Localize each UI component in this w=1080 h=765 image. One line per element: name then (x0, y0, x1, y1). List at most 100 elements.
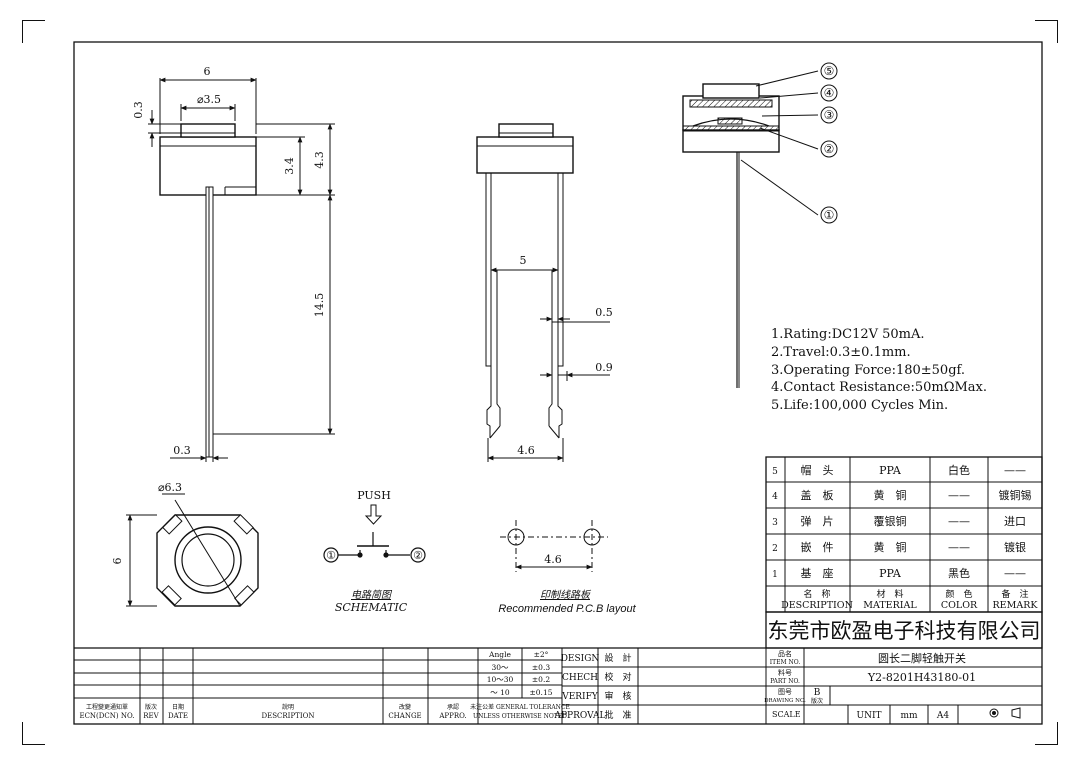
bom-material: PPA (879, 567, 902, 580)
dim-body-h1: 3.4 (283, 157, 296, 175)
bom-remark: 镀银 (1004, 540, 1026, 554)
item-label-cn: 品名 (778, 649, 792, 658)
bom-row: 2 嵌 件 黄 铜 —— 镀银 (772, 540, 1026, 554)
bom-header-desc-cn: 名 称 (803, 588, 830, 600)
rev-desc-en: DESCRIPTION (262, 712, 315, 720)
dim-body-h2: 4.3 (313, 151, 326, 169)
bom-name: 基 座 (801, 566, 834, 580)
tol-r1-label: 30～ (491, 663, 509, 672)
part-value: Y2-8201H43180-01 (867, 671, 976, 684)
side-cap (180, 123, 236, 138)
drawing-label-en: DRAWING NO. (764, 698, 806, 704)
rev-ecn-en: ECN(DCN) NO. (79, 712, 134, 720)
crop-mark-br (1035, 722, 1058, 745)
title-block (74, 611, 1043, 724)
bom-no: 4 (772, 492, 778, 502)
dim-pin-w1: 0.5 (595, 306, 613, 319)
balloon-5: ⑤ (824, 64, 835, 78)
bom-color: 白色 (948, 463, 970, 477)
tol-r3-value: ±0.15 (530, 688, 553, 697)
schematic-push-label: PUSH (357, 489, 391, 502)
balloon-3: ③ (824, 108, 835, 122)
bom-no: 5 (772, 467, 778, 477)
pcb-layout (500, 520, 608, 572)
bom-header-rem-cn: 备 注 (1001, 588, 1028, 600)
bom-header-mat-en: MATERIAL (863, 600, 917, 611)
bom-remark: —— (1004, 464, 1026, 477)
dim-pin-len: 14.5 (313, 293, 326, 318)
approval-design-label: DESIGN (561, 654, 600, 664)
rev-appro-en: APPRO. (438, 712, 466, 720)
spec-1: 1.Rating:DC12V 50mA. (771, 327, 925, 342)
tol-r3-label: ～ 10 (490, 688, 510, 697)
section-view (682, 62, 838, 388)
dim-top-dia: ⌀6.3 (158, 481, 182, 494)
spec-list: 1.Rating:DC12V 50mA. 2.Travel:0.3±0.1mm.… (771, 327, 987, 413)
schematic (323, 504, 426, 563)
rev-ecn-cn: 工程變更通知單 (86, 703, 128, 711)
top-view (126, 493, 259, 607)
bom-color: —— (948, 541, 970, 554)
bom-material: PPA (879, 464, 902, 477)
bom-no: 2 (772, 544, 778, 554)
schematic-title-cn: 电路简图 (351, 589, 393, 601)
bom-header-color-en: COLOR (941, 600, 978, 611)
front-body (476, 136, 574, 174)
bom-color: —— (948, 515, 970, 528)
bom-row: 3 弹 片 覆银铜 —— 进口 (772, 514, 1026, 528)
bom-material: 黄 铜 (874, 540, 907, 554)
approval-check-label: CHECH (562, 673, 598, 683)
bom-name: 盖 板 (801, 488, 834, 502)
bom-row: 5 帽 头 PPA 白色 —— (772, 463, 1026, 477)
rev-desc-cn: 說明 (282, 703, 294, 711)
rev-appro-cn: 承認 (447, 703, 459, 711)
tol-r2-label: 10～30 (487, 675, 514, 684)
spec-5: 5.Life:100,000 Cycles Min. (771, 398, 948, 413)
dim-cap-dia: ⌀3.5 (197, 93, 221, 106)
bom-no: 3 (772, 518, 778, 528)
approval-check-cn: 校 对 (604, 671, 631, 683)
part-label-en: PART NO. (770, 678, 800, 685)
crop-mark-tr (1035, 20, 1058, 43)
approval-verify-label: VERIFY (561, 692, 599, 702)
tol-general-label: 未注公差 GENERAL TOLERANCE (470, 703, 570, 711)
schematic-terminal-2: ② (413, 549, 423, 562)
tol-r2-value: ±0.2 (532, 675, 550, 684)
drawing-rev-value: B (814, 688, 821, 698)
dim-cap-thick: 0.3 (132, 101, 145, 119)
schematic-terminal-1: ① (326, 549, 336, 562)
approval-verify-cn: 审 核 (604, 690, 631, 702)
drawing-label-cn: 图号 (778, 688, 792, 696)
balloon-4: ④ (824, 86, 835, 100)
item-value: 圆长二脚轻触开关 (878, 651, 966, 665)
approval-approval-cn: 批 准 (604, 709, 631, 721)
scale-label: SCALE (772, 710, 801, 719)
dim-side-width: 6 (204, 65, 211, 78)
front-view (476, 123, 610, 462)
schematic-title-en: SCHEMATIC (335, 601, 408, 614)
bom-name: 帽 头 (801, 464, 834, 477)
rev-change-cn: 改變 (399, 703, 411, 711)
dim-top-side: 6 (111, 558, 124, 565)
part-label-cn: 料号 (778, 668, 792, 677)
bom-row: 4 盖 板 黄 铜 —— 镀铜锡 (772, 488, 1031, 502)
pcb-title-en: Recommended P.C.B layout (498, 603, 636, 615)
bom-header-mat-cn: 材 料 (876, 588, 903, 600)
bom-row: 1 基 座 PPA 黑色 —— (772, 566, 1026, 580)
spec-3: 3.Operating Force:180±50gf. (771, 363, 965, 378)
bom-name: 弹 片 (801, 514, 834, 528)
balloon-2: ② (824, 142, 835, 156)
crop-mark-bl (22, 722, 45, 745)
bom-rows: 5 帽 头 PPA 白色 —— 4 盖 板 黄 铜 —— 镀铜锡 3 弹 片 覆… (772, 463, 1038, 611)
side-body (159, 136, 257, 196)
unit-label: UNIT (856, 711, 881, 721)
tol-angle-label: Angle (488, 650, 511, 659)
tol-unless-label: UNLESS OTHERWISE NOTED (473, 713, 567, 720)
dim-pcb-pitch: 4.6 (544, 553, 562, 566)
spec-4: 4.Contact Resistance:50mΩMax. (771, 380, 987, 395)
drawing-rev-label: 版次 (811, 697, 823, 705)
unit-value: mm (900, 711, 918, 721)
bom-remark: 镀铜锡 (999, 488, 1032, 502)
front-cap (498, 123, 554, 138)
